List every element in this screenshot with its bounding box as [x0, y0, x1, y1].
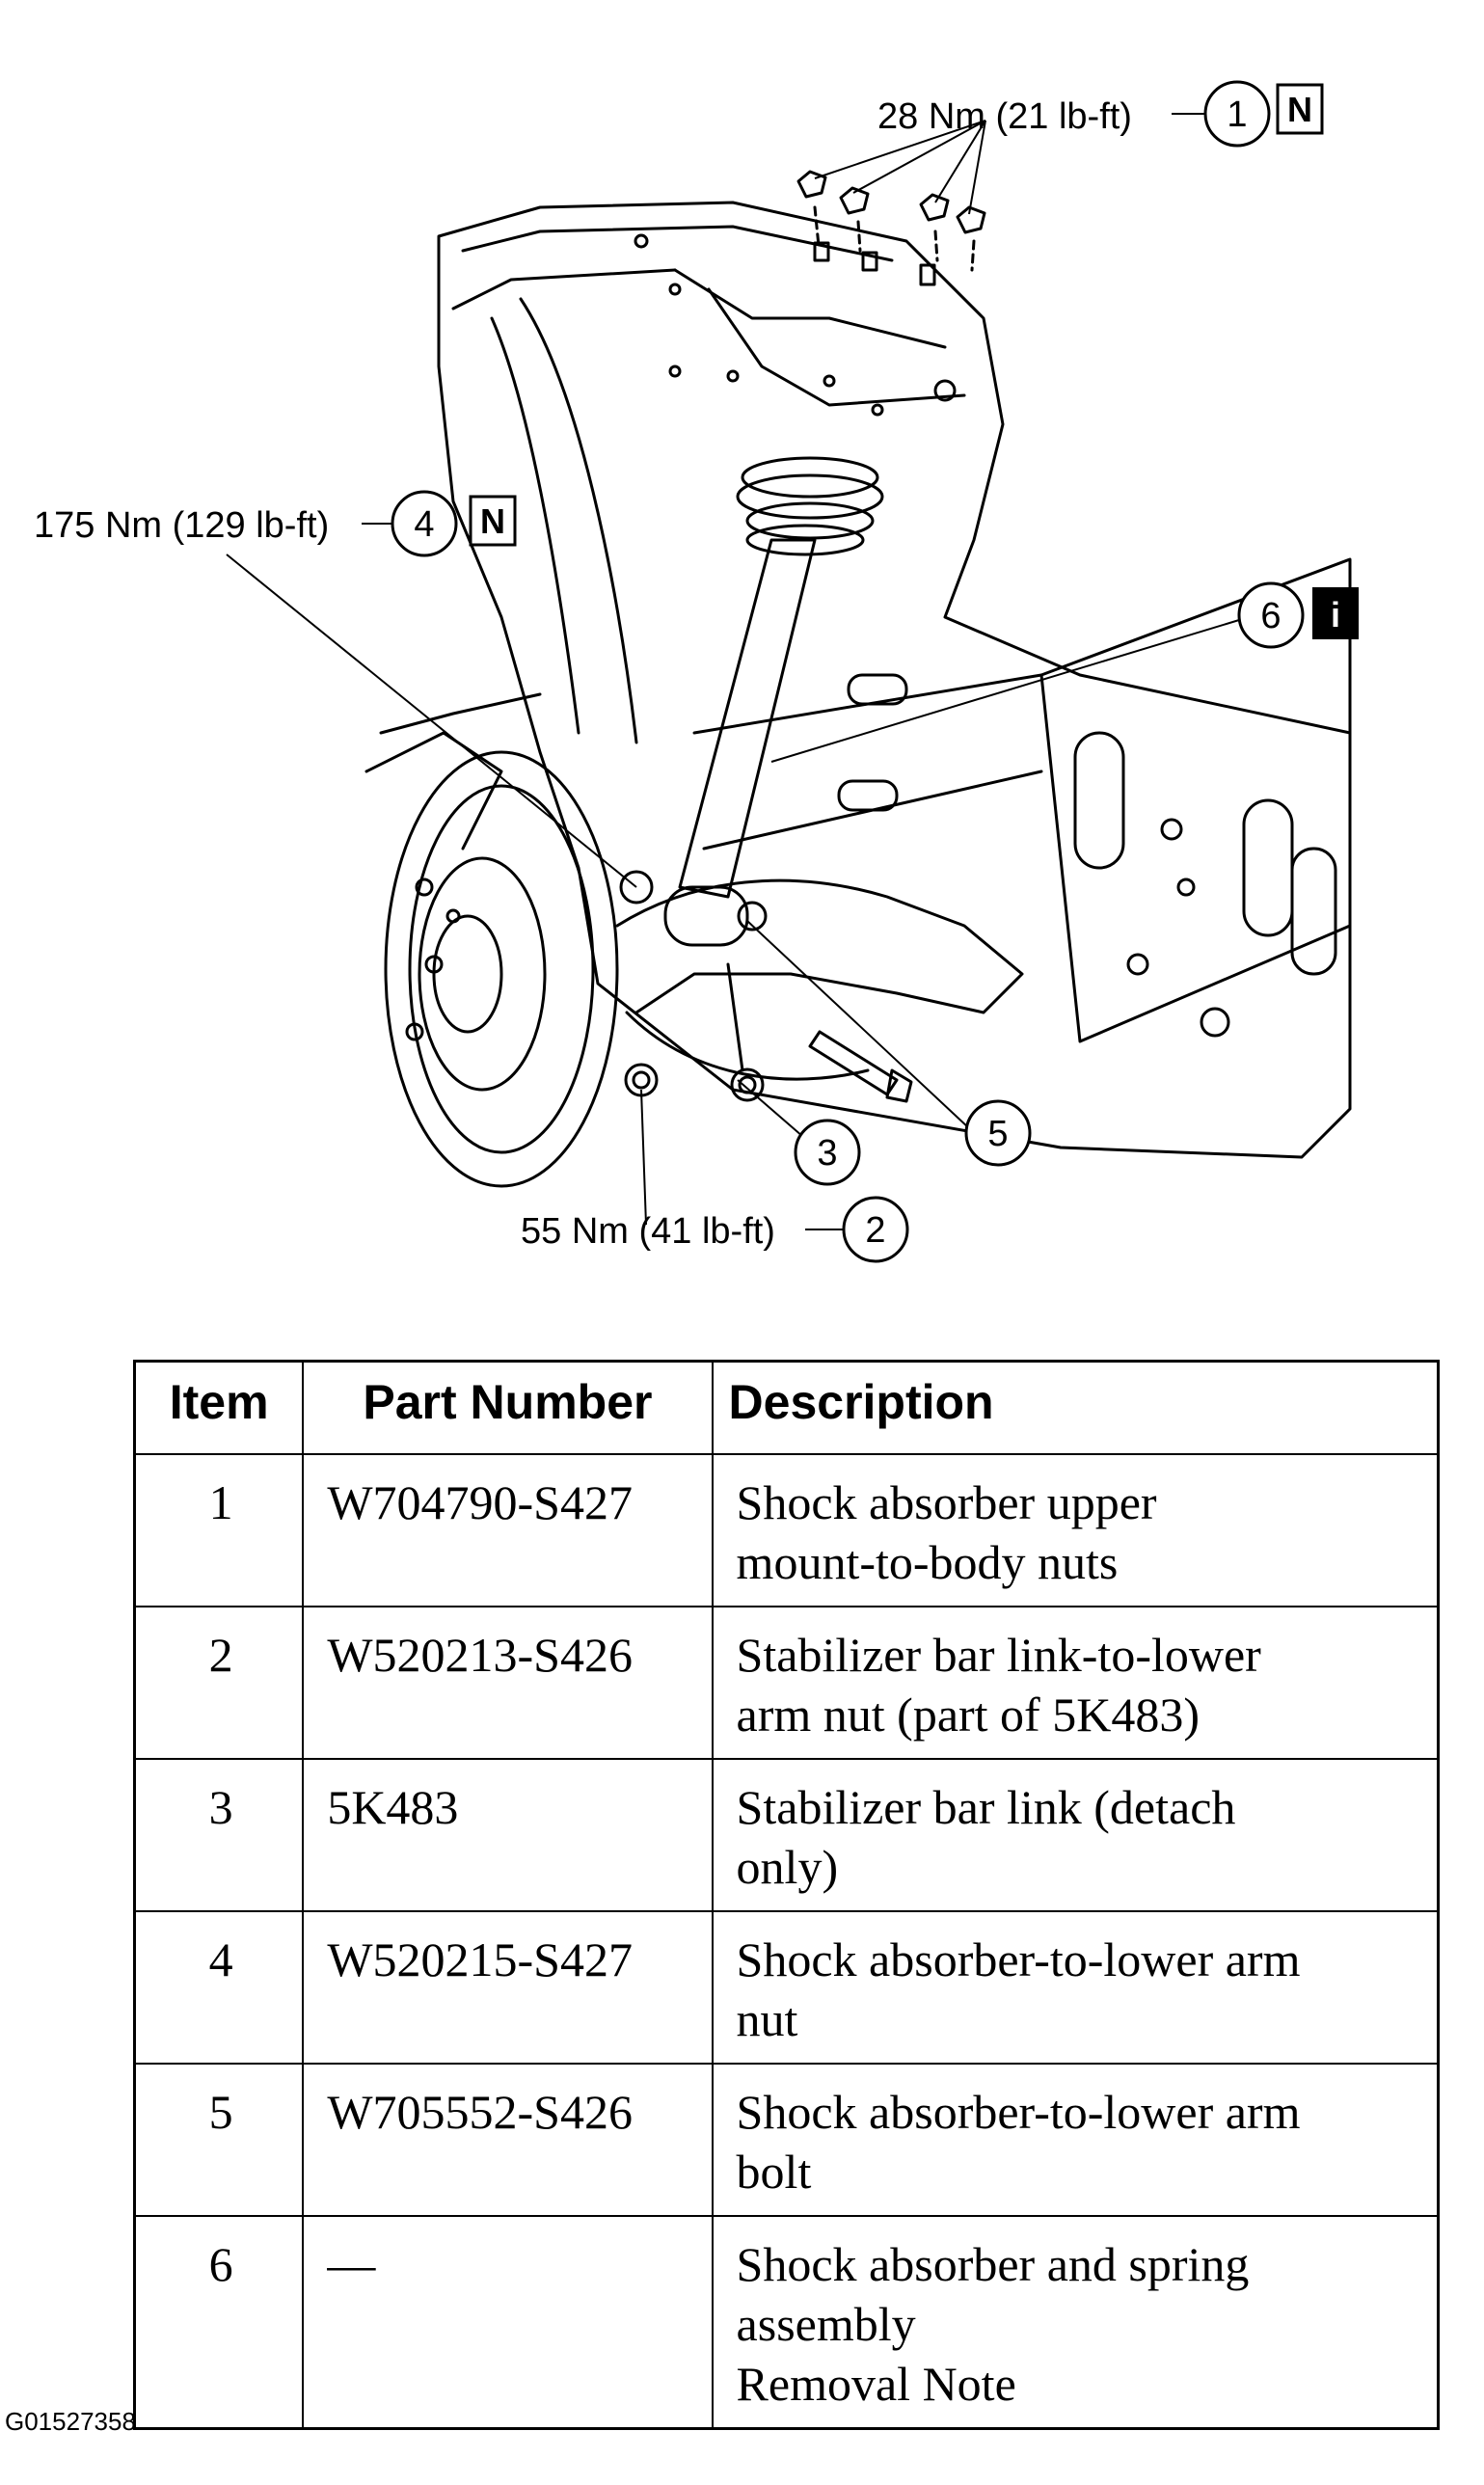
table-row: 4 W520215-S427 Shock absorber-to-lower a… — [133, 1910, 1440, 2065]
callout-6-circle — [1237, 581, 1305, 649]
callout-1-number: 1 — [1227, 95, 1247, 135]
callout-2-torque: 55 Nm (41 lb-ft) — [521, 1211, 775, 1252]
stabilizer-link — [726, 962, 765, 1102]
nut-2 — [632, 1070, 651, 1090]
callout-4-circle — [391, 490, 458, 557]
callout-3-number: 3 — [817, 1133, 837, 1174]
description-line: Shock absorber-to-lower arm — [736, 1932, 1301, 1986]
table-row: 5 W705552-S426 Shock absorber-to-lower a… — [133, 2063, 1440, 2217]
suspension-diagram: 28 Nm (21 lb-ft) 1 N 175 Nm (129 lb-ft) … — [34, 80, 1359, 1263]
shock-absorber — [619, 456, 884, 947]
leader-lines — [226, 113, 1240, 1230]
callout-2-number: 2 — [865, 1210, 885, 1251]
frame-rail — [692, 557, 1352, 1043]
cell-item: 6 — [133, 2215, 305, 2430]
header-item: Item — [133, 1360, 305, 1455]
table-row: 2 W520213-S426 Stabilizer bar link-to-lo… — [133, 1606, 1440, 1760]
lower-bolt — [808, 1030, 913, 1103]
cell-description: Shock absorber and spring assembly Remov… — [711, 2215, 1440, 2430]
removal-note-link[interactable]: Removal Note — [736, 2357, 1016, 2411]
table-row: 3 5K483 Stabilizer bar link (detach only… — [133, 1758, 1440, 1912]
cell-part-number: W520215-S427 — [302, 1910, 714, 2065]
cell-item: 2 — [133, 1606, 305, 1760]
cell-part-number: 5K483 — [302, 1758, 714, 1912]
lower-arm — [615, 878, 1024, 1097]
cell-description: Stabilizer bar link (detach only) — [711, 1758, 1440, 1912]
description-line: Shock absorber-to-lower arm — [736, 2085, 1301, 2139]
callout-4-torque: 175 Nm (129 lb-ft) — [34, 505, 329, 546]
cell-part-number: W705552-S426 — [302, 2063, 714, 2217]
callout-1-circle — [1203, 80, 1271, 148]
description-line: Stabilizer bar link (detach — [736, 1780, 1236, 1834]
callout-1-badge-box — [1276, 83, 1324, 135]
callout-1-torque: 28 Nm (21 lb-ft) — [877, 96, 1132, 137]
callout-4-badge-box — [469, 495, 517, 547]
description-line: nut — [736, 1992, 798, 2046]
callout-6-badge-box — [1312, 587, 1359, 639]
callout-6-number: 6 — [1260, 596, 1281, 636]
cell-item: 3 — [133, 1758, 305, 1912]
cell-item: 4 — [133, 1910, 305, 2065]
callout-5-circle — [964, 1099, 1032, 1167]
callout-5-number: 5 — [987, 1114, 1008, 1154]
brake-rotor — [364, 692, 619, 1188]
description-line: arm nut (part of 5K483) — [736, 1688, 1200, 1742]
header-part-number: Part Number — [302, 1360, 714, 1455]
callout-4-badge: N — [480, 501, 505, 541]
cell-part-number: — — [302, 2215, 714, 2430]
cell-description: Shock absorber-to-lower arm bolt — [711, 2063, 1440, 2217]
description-line: bolt — [736, 2145, 812, 2199]
cell-part-number: W520213-S426 — [302, 1606, 714, 1760]
cell-description: Stabilizer bar link-to-lower arm nut (pa… — [711, 1606, 1440, 1760]
cell-part-number: W704790-S427 — [302, 1453, 714, 1607]
cell-description: Shock absorber upper mount-to-body nuts — [711, 1453, 1440, 1607]
table-row: 1 W704790-S427 Shock absorber upper moun… — [133, 1453, 1440, 1607]
description-line: only) — [736, 1840, 839, 1894]
cell-description: Shock absorber-to-lower arm nut — [711, 1910, 1440, 2065]
table-row: 6 — Shock absorber and spring assembly R… — [133, 2215, 1440, 2430]
cell-item: 1 — [133, 1453, 305, 1607]
parts-table: Item Part Number Description 1 W704790-S… — [133, 1360, 1440, 2430]
body-panel — [437, 201, 1352, 1159]
callout-1-badge: N — [1287, 90, 1312, 129]
description-line: mount-to-body nuts — [736, 1535, 1119, 1589]
cell-item: 5 — [133, 2063, 305, 2217]
figure-id: G01527358 — [5, 2407, 136, 2436]
table-header-row: Item Part Number Description — [133, 1360, 1440, 1455]
callout-2-circle — [842, 1196, 909, 1263]
description-line: assembly — [736, 2297, 916, 2351]
description-line: Shock absorber and spring — [736, 2237, 1250, 2291]
description-line: Stabilizer bar link-to-lower — [736, 1628, 1261, 1682]
header-description: Description — [711, 1360, 1440, 1455]
callout-4-number: 4 — [414, 504, 434, 545]
upper-mount-nuts — [796, 170, 986, 286]
callout-6-badge: i — [1331, 595, 1340, 635]
description-line: Shock absorber upper — [736, 1475, 1157, 1529]
callout-3-circle — [794, 1119, 861, 1186]
